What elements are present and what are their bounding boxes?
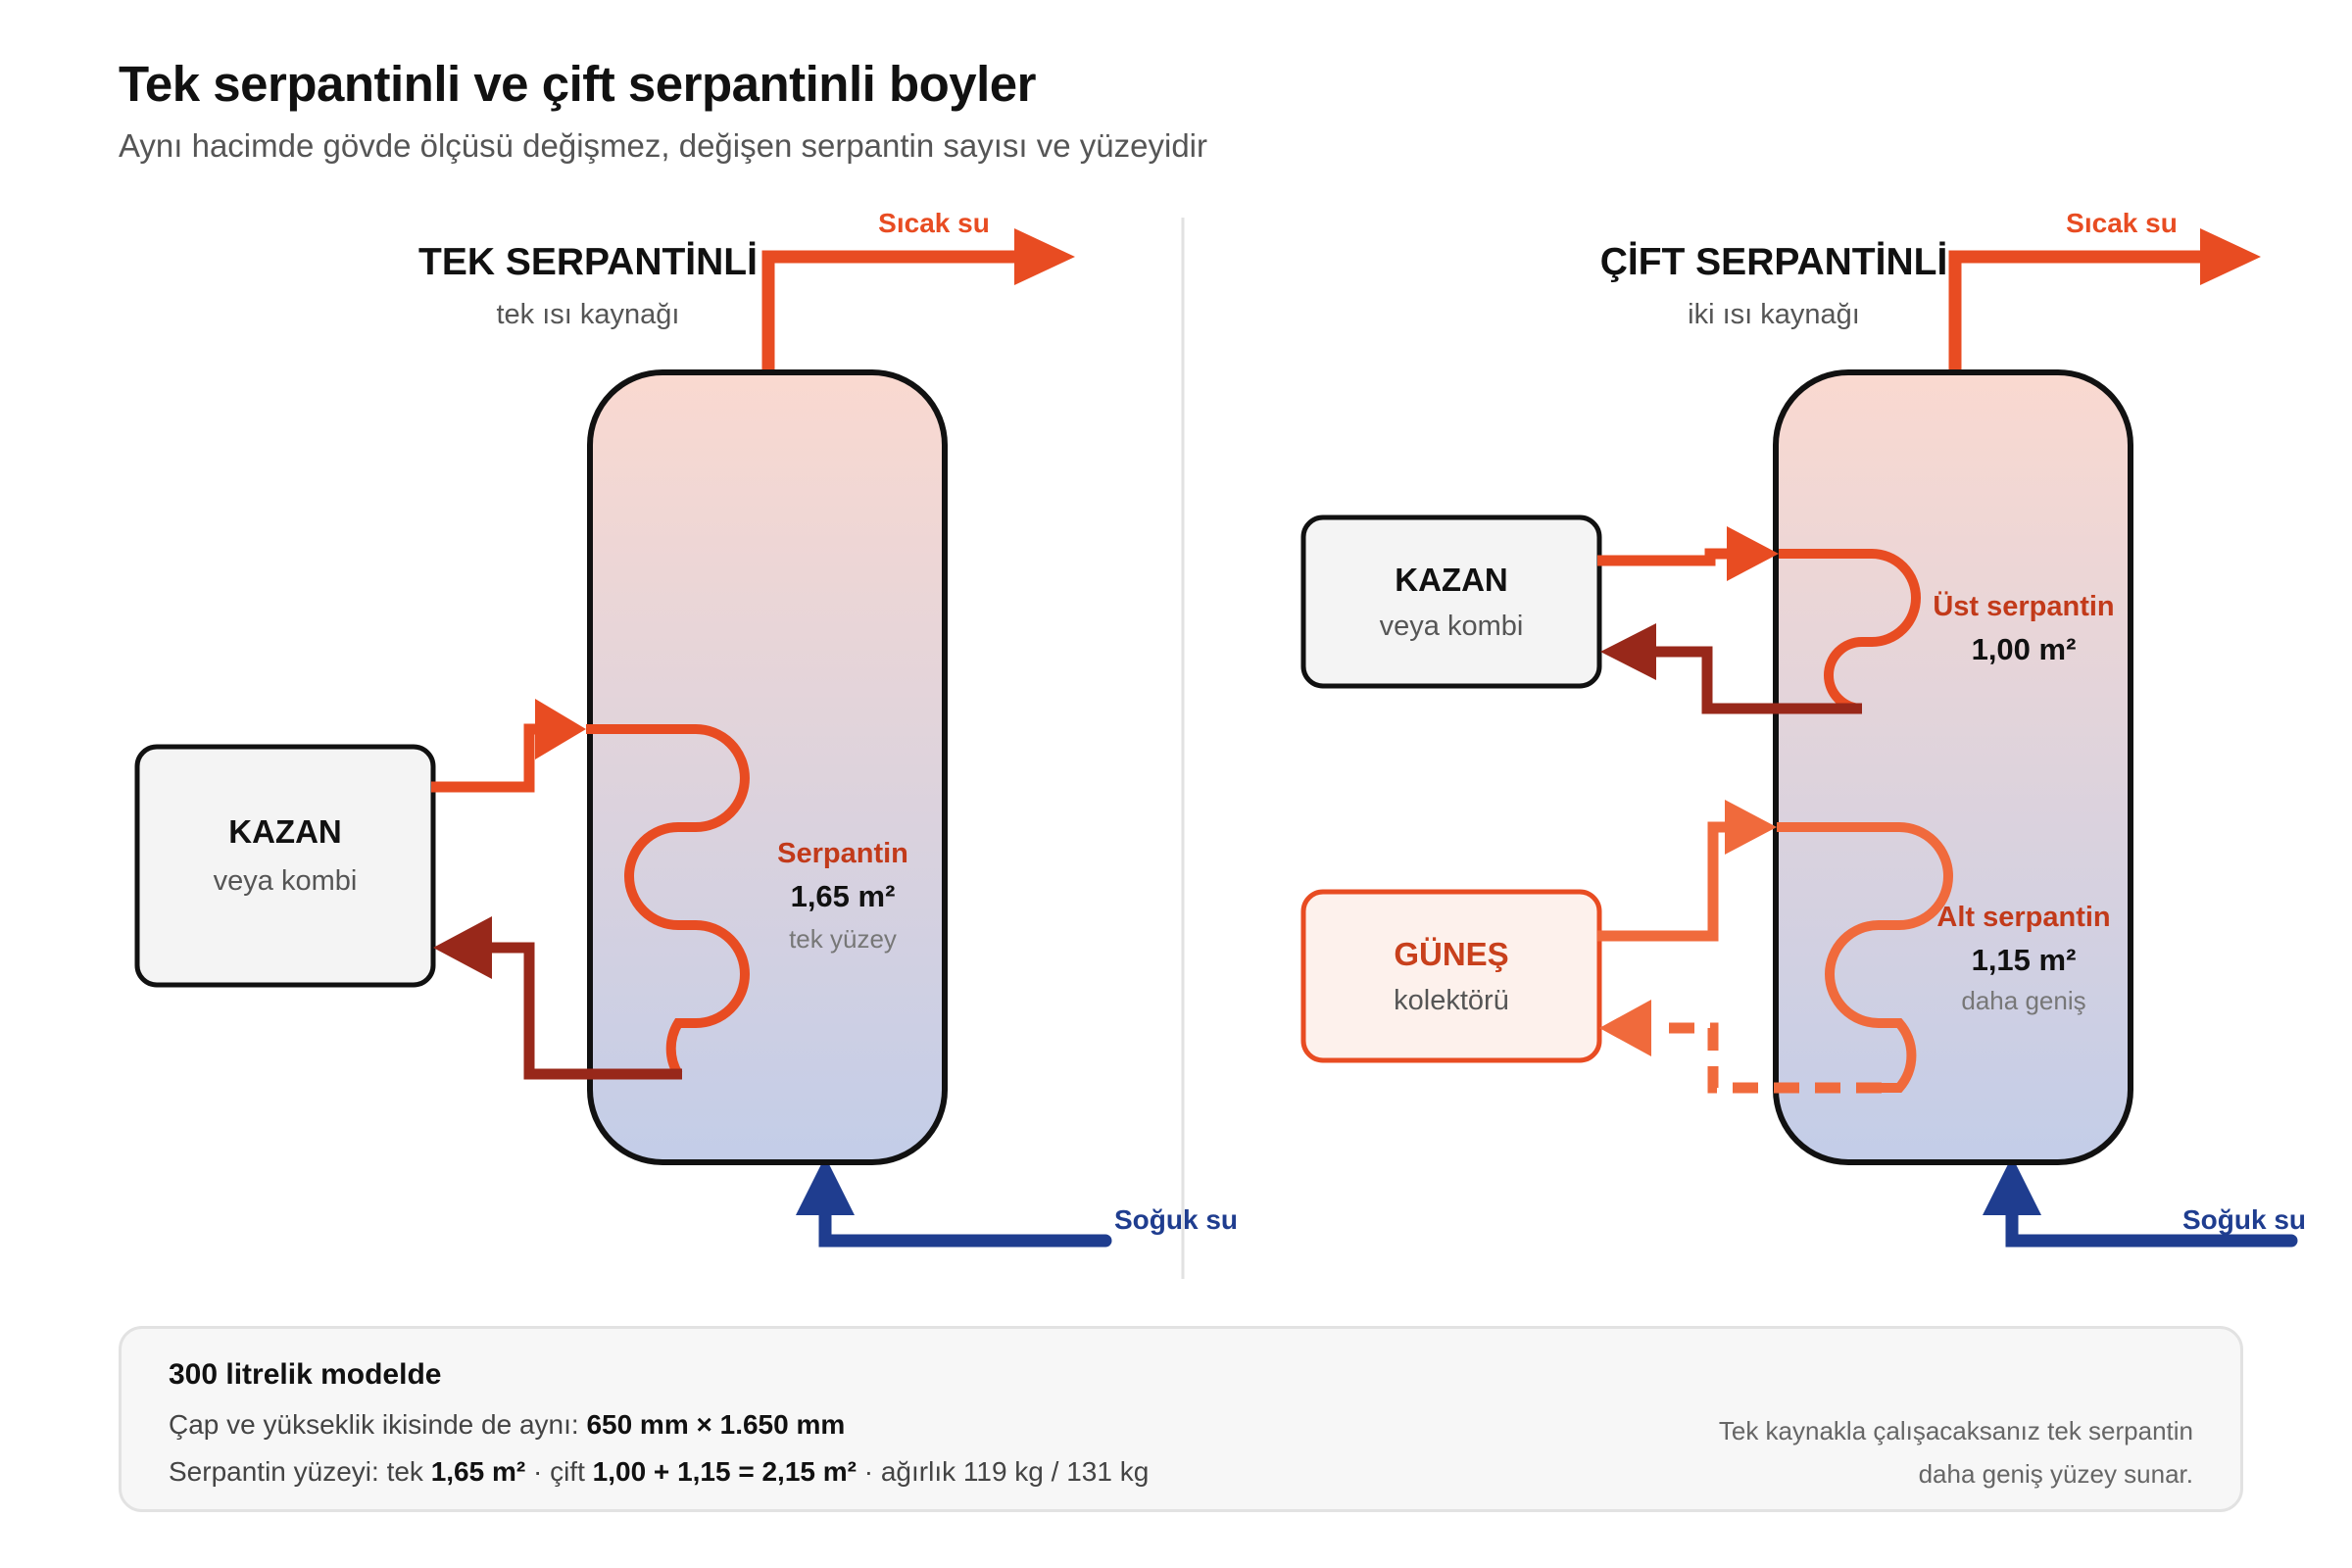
double-boiler-return-pipe (1649, 646, 1862, 714)
info-note-line-1: Tek kaynakla çalışacaksanız tek serpanti… (1718, 1416, 2193, 1446)
single-coil-area: 1,65 m² (791, 879, 896, 913)
single-boiler-return-arrow (433, 916, 492, 979)
info-note-line-2: daha geniş yüzey sunar. (1918, 1459, 2193, 1489)
single-hot-water-pipe (761, 250, 1027, 374)
info-weight: · ağırlık 119 kg / 131 kg (856, 1456, 1150, 1487)
info-surface-single: 1,65 m² (430, 1456, 526, 1487)
single-tank (587, 369, 948, 1165)
single-coil (586, 724, 750, 1079)
info-surface-double: 1,00 + 1,15 = 2,15 m² (592, 1456, 857, 1487)
double-hot-water-pipe (1948, 250, 2213, 374)
double-coil-panel: ÇİFT SERPANTİNLİ iki ısı kaynağı Sıcak s… (1300, 208, 2306, 1248)
single-cold-water-pipe (818, 1187, 1112, 1248)
single-panel-title: TEK SERPANTİNLİ (418, 241, 758, 283)
single-coil-label: Serpantin (777, 838, 908, 869)
single-boiler-subtitle: veya kombi (214, 865, 358, 897)
double-boiler-subtitle: veya kombi (1380, 611, 1524, 642)
double-boiler-supply-pipe (1597, 548, 1735, 566)
info-dimensions-value: 650 mm × 1.650 mm (586, 1409, 846, 1440)
double-hot-water-label: Sıcak su (2066, 208, 2178, 238)
single-boiler-supply-arrow (535, 699, 586, 760)
info-surface-label: Serpantin yüzeyi: tek (169, 1456, 431, 1487)
info-note: Tek kaynakla çalışacaksanız tek serpanti… (1719, 1409, 2193, 1495)
double-panel-title: ÇİFT SERPANTİNLİ (1600, 241, 1948, 283)
boiler-comparison-diagram: TEK SERPANTİNLİ tek ısı kaynağı Sıcak su… (134, 208, 2306, 1279)
double-panel-subtitle: iki ısı kaynağı (1688, 299, 1860, 330)
info-heading: 300 litrelik modelde (169, 1358, 442, 1391)
double-boiler-title: KAZAN (1395, 562, 1507, 598)
double-boiler-return-arrow (1600, 623, 1656, 680)
solar-supply-pipe (1597, 821, 1730, 942)
info-dimensions: Çap ve yükseklik ikisinde de aynı: 650 m… (169, 1409, 845, 1441)
single-boiler-return-pipe (485, 942, 682, 1080)
double-cold-water-arrow (1983, 1156, 2041, 1215)
lower-coil (1777, 822, 1953, 1093)
double-boiler-box (1300, 514, 1602, 689)
upper-coil (1779, 549, 1921, 713)
single-cold-water-arrow (796, 1156, 855, 1215)
lower-coil-area: 1,15 m² (1972, 943, 2077, 977)
double-cold-water-label: Soğuk su (2182, 1204, 2306, 1235)
double-tank (1773, 369, 2133, 1165)
upper-coil-label: Üst serpantin (1933, 590, 2114, 622)
single-hot-water-label: Sıcak su (878, 208, 990, 238)
double-hot-water-arrow (2200, 228, 2261, 285)
single-coil-note: tek yüzey (789, 924, 897, 954)
solar-collector-subtitle: kolektörü (1394, 985, 1509, 1016)
info-surface: Serpantin yüzeyi: tek 1,65 m² · çift 1,0… (169, 1456, 1149, 1488)
double-boiler-supply-arrow (1727, 526, 1779, 581)
solar-return-arrow (1599, 1000, 1651, 1056)
solar-collector-box (1300, 889, 1602, 1063)
single-hot-water-arrow (1014, 228, 1075, 285)
single-coil-panel: TEK SERPANTİNLİ tek ısı kaynağı Sıcak su… (134, 208, 1238, 1248)
lower-coil-label: Alt serpantin (1936, 902, 2110, 933)
solar-return-pipe (1656, 1022, 1882, 1094)
single-panel-subtitle: tek ısı kaynağı (497, 299, 680, 330)
lower-coil-note: daha geniş (1961, 986, 2085, 1015)
info-box: 300 litrelik modelde Çap ve yükseklik ik… (119, 1326, 2243, 1512)
info-dimensions-label: Çap ve yükseklik ikisinde de aynı: (169, 1409, 587, 1440)
solar-collector-title: GÜNEŞ (1394, 936, 1508, 972)
solar-supply-arrow (1725, 800, 1777, 855)
single-cold-water-label: Soğuk su (1114, 1204, 1238, 1235)
single-boiler-title: KAZAN (228, 813, 341, 850)
single-boiler-box (134, 744, 436, 988)
page-subtitle: Aynı hacimde gövde ölçüsü değişmez, deği… (119, 127, 1207, 164)
upper-coil-area: 1,00 m² (1972, 632, 2077, 666)
info-surface-mid: · çift (525, 1456, 593, 1487)
page-title: Tek serpantinli ve çift serpantinli boyl… (119, 56, 1037, 112)
